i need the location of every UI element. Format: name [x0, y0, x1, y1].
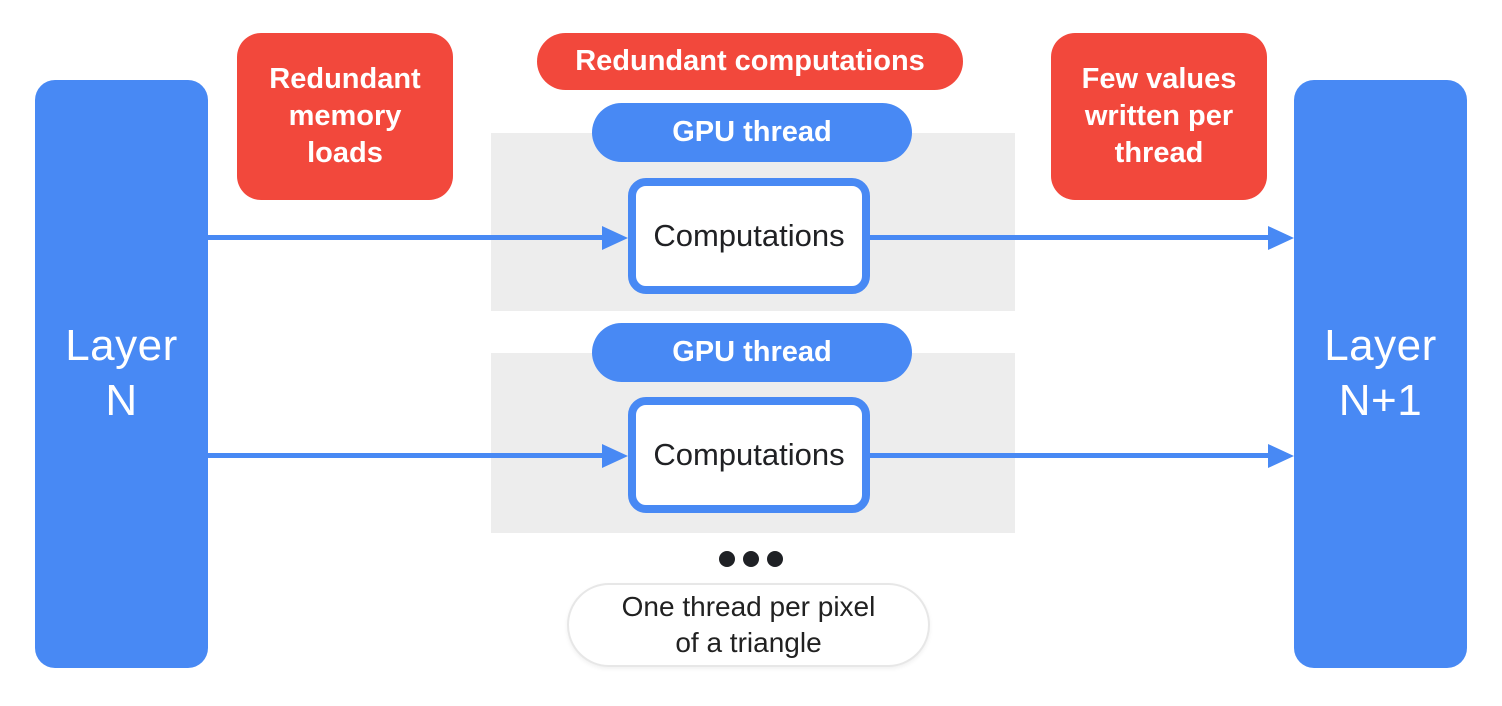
- arrow-right-icon: [602, 444, 628, 468]
- gpu-thread-pill-1: GPU thread: [592, 103, 912, 162]
- arrow-right-icon: [1268, 444, 1294, 468]
- computations-box-2: Computations: [628, 397, 870, 513]
- ellipsis-dot-icon: [719, 551, 735, 567]
- arrow-1-line-right: [870, 235, 1268, 240]
- layer-n-box: Layer N: [35, 80, 208, 668]
- arrow-2-line-left: [208, 453, 604, 458]
- note-one-thread-per-pixel: One thread per pixel of a triangle: [567, 583, 930, 667]
- layer-n-plus-1-box: Layer N+1: [1294, 80, 1467, 668]
- callout-redundant-computations: Redundant computations: [537, 33, 963, 90]
- ellipsis-dot-icon: [767, 551, 783, 567]
- gpu-thread-pill-2: GPU thread: [592, 323, 912, 382]
- arrow-2-line-right: [870, 453, 1268, 458]
- callout-few-values-written: Few values written per thread: [1051, 33, 1267, 200]
- arrow-right-icon: [1268, 226, 1294, 250]
- computations-box-1: Computations: [628, 178, 870, 294]
- ellipsis-dot-icon: [743, 551, 759, 567]
- arrow-right-icon: [602, 226, 628, 250]
- callout-redundant-memory-loads: Redundant memory loads: [237, 33, 453, 200]
- arrow-1-line-left: [208, 235, 604, 240]
